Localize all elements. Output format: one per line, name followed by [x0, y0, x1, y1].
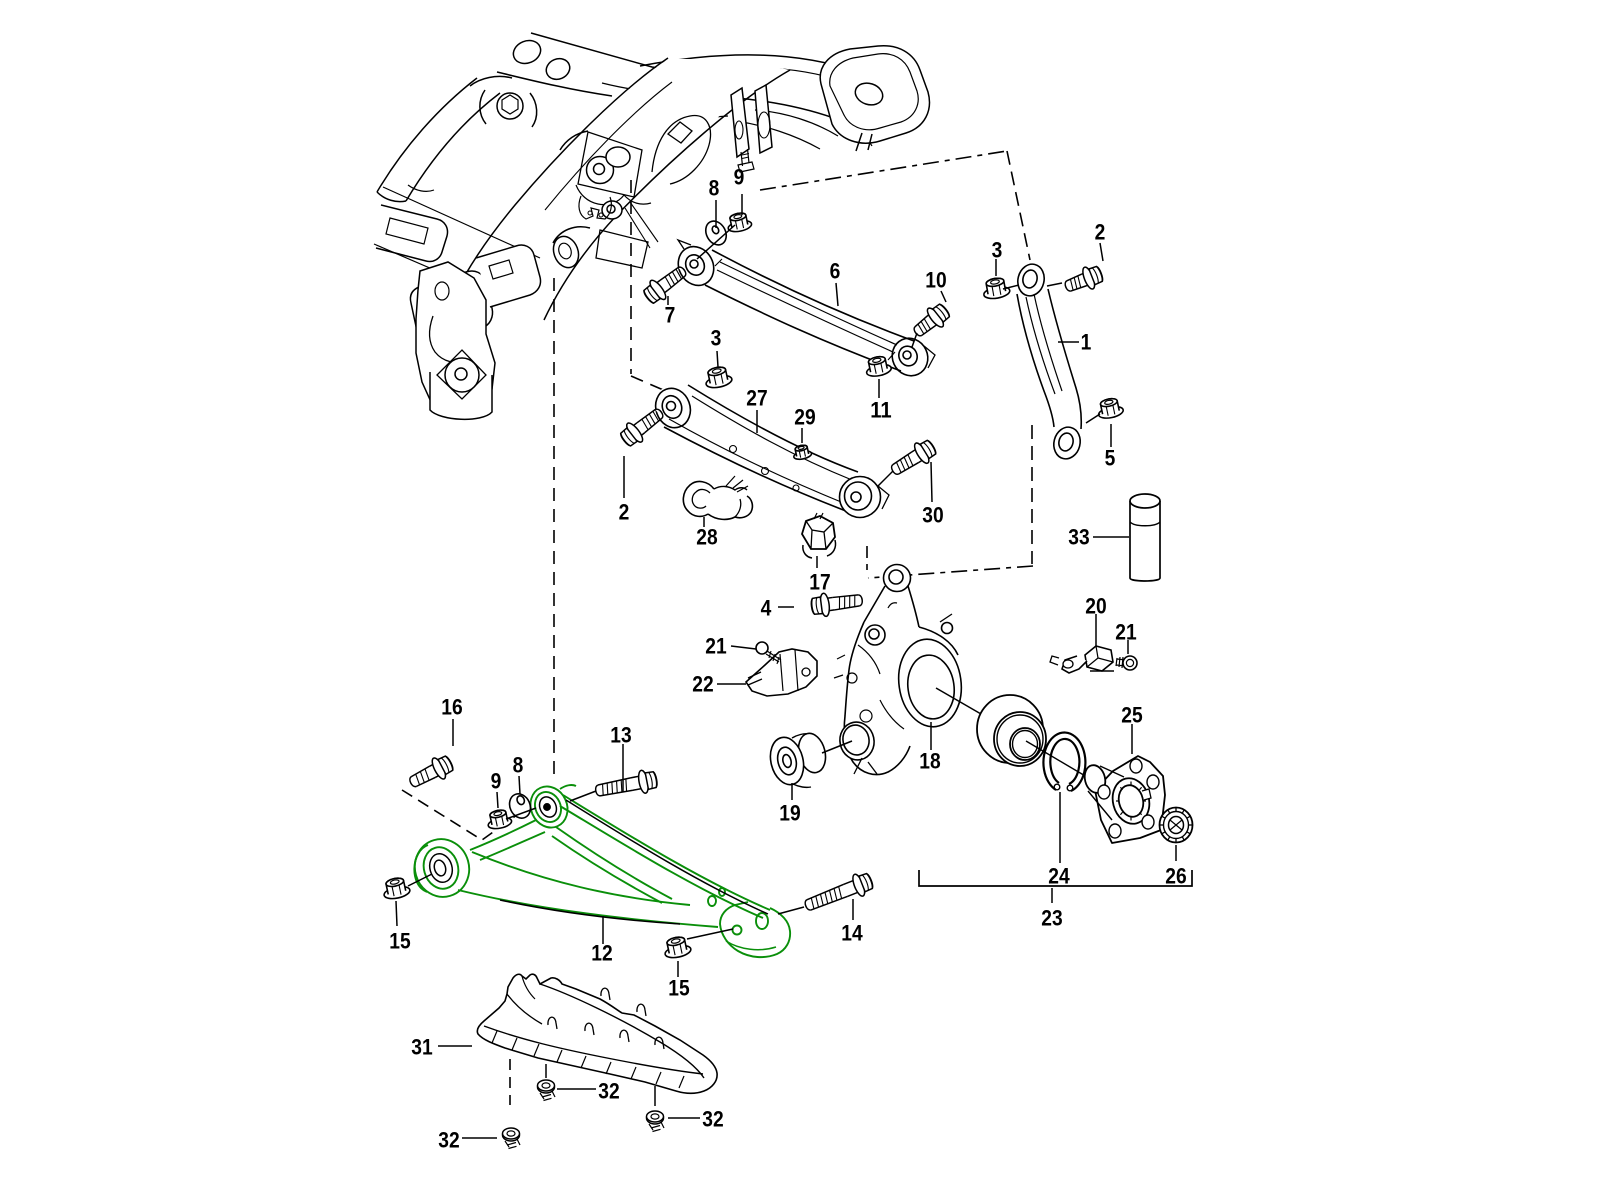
svg-text:8: 8 — [709, 176, 720, 201]
svg-text:3: 3 — [992, 238, 1003, 263]
svg-text:1: 1 — [1081, 330, 1092, 355]
svg-text:28: 28 — [696, 525, 717, 550]
svg-text:22: 22 — [692, 672, 713, 697]
svg-text:18: 18 — [919, 749, 940, 774]
svg-text:2: 2 — [1095, 220, 1106, 245]
svg-text:14: 14 — [841, 921, 863, 946]
svg-text:15: 15 — [389, 929, 410, 954]
svg-text:8: 8 — [513, 753, 524, 778]
svg-text:23: 23 — [1041, 906, 1062, 931]
svg-text:6: 6 — [830, 259, 841, 284]
svg-text:33: 33 — [1068, 525, 1089, 550]
svg-text:13: 13 — [610, 723, 631, 748]
svg-text:27: 27 — [746, 386, 767, 411]
svg-text:9: 9 — [491, 769, 502, 794]
svg-text:11: 11 — [870, 398, 891, 423]
svg-text:7: 7 — [665, 303, 676, 328]
svg-text:20: 20 — [1085, 594, 1106, 619]
svg-text:24: 24 — [1048, 864, 1070, 889]
svg-text:12: 12 — [591, 941, 612, 966]
svg-text:16: 16 — [441, 695, 462, 720]
svg-text:15: 15 — [668, 976, 689, 1001]
svg-text:25: 25 — [1121, 703, 1142, 728]
svg-text:4: 4 — [761, 596, 772, 621]
svg-text:21: 21 — [705, 634, 726, 659]
svg-text:26: 26 — [1165, 864, 1186, 889]
svg-text:5: 5 — [1105, 446, 1116, 471]
svg-text:9: 9 — [734, 165, 745, 190]
svg-text:31: 31 — [411, 1035, 432, 1060]
svg-text:10: 10 — [925, 268, 946, 293]
svg-text:29: 29 — [794, 405, 815, 430]
svg-text:30: 30 — [922, 503, 943, 528]
svg-text:19: 19 — [779, 801, 800, 826]
svg-text:2: 2 — [619, 500, 630, 525]
svg-text:32: 32 — [702, 1107, 723, 1132]
svg-text:21: 21 — [1115, 620, 1136, 645]
svg-text:3: 3 — [711, 326, 722, 351]
svg-text:17: 17 — [809, 570, 830, 595]
svg-text:32: 32 — [598, 1079, 619, 1104]
svg-text:32: 32 — [438, 1128, 459, 1153]
